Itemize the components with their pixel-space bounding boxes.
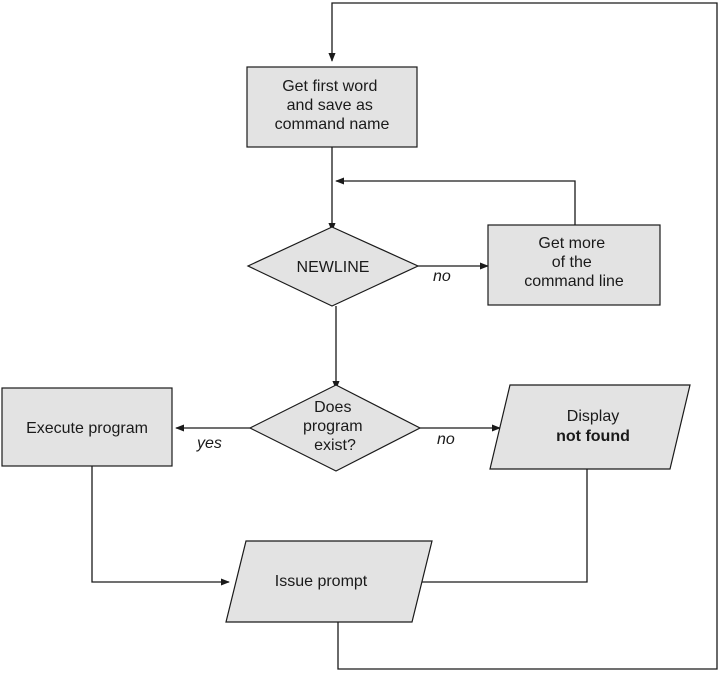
io-parallelogram <box>225 540 433 623</box>
node-label: Display <box>567 408 619 425</box>
node-get-first-word: Get first word and save as command name <box>246 66 418 148</box>
edge-label-exist-no: no <box>437 431 455 448</box>
decision-diamond <box>246 226 420 307</box>
node-program-exists-decision: Does program exist? <box>248 384 422 472</box>
node-issue-prompt: Issue prompt <box>225 540 433 623</box>
edge-display-to-prompt <box>412 469 588 586</box>
process-box <box>487 224 661 306</box>
node-display-not-found: Display not found <box>489 384 691 470</box>
node-label: Issue prompt <box>275 573 368 590</box>
edge-label-exist-yes: yes <box>196 435 222 452</box>
decision-diamond <box>248 384 422 472</box>
node-execute-program: Execute program <box>1 387 173 467</box>
node-label: Does program exist? <box>303 399 367 454</box>
node-newline-decision: NEWLINE <box>246 226 420 307</box>
edge-execute-to-prompt <box>91 466 230 586</box>
edge-label-newline-no: no <box>433 268 451 285</box>
process-box <box>246 66 418 148</box>
edge-getmore-loop <box>335 177 576 225</box>
edge-prompt-loop-to-start <box>328 2 718 670</box>
node-label-emphasis: not found <box>556 428 630 445</box>
node-label: NEWLINE <box>297 259 370 276</box>
edges <box>91 2 718 670</box>
io-parallelogram <box>489 384 691 470</box>
node-label: Get first word and save as command name <box>275 78 390 133</box>
node-get-more: Get more of the command line <box>487 224 661 306</box>
node-label: Get more of the command line <box>524 235 624 290</box>
node-label: Execute program <box>26 420 148 437</box>
process-box <box>1 387 173 467</box>
